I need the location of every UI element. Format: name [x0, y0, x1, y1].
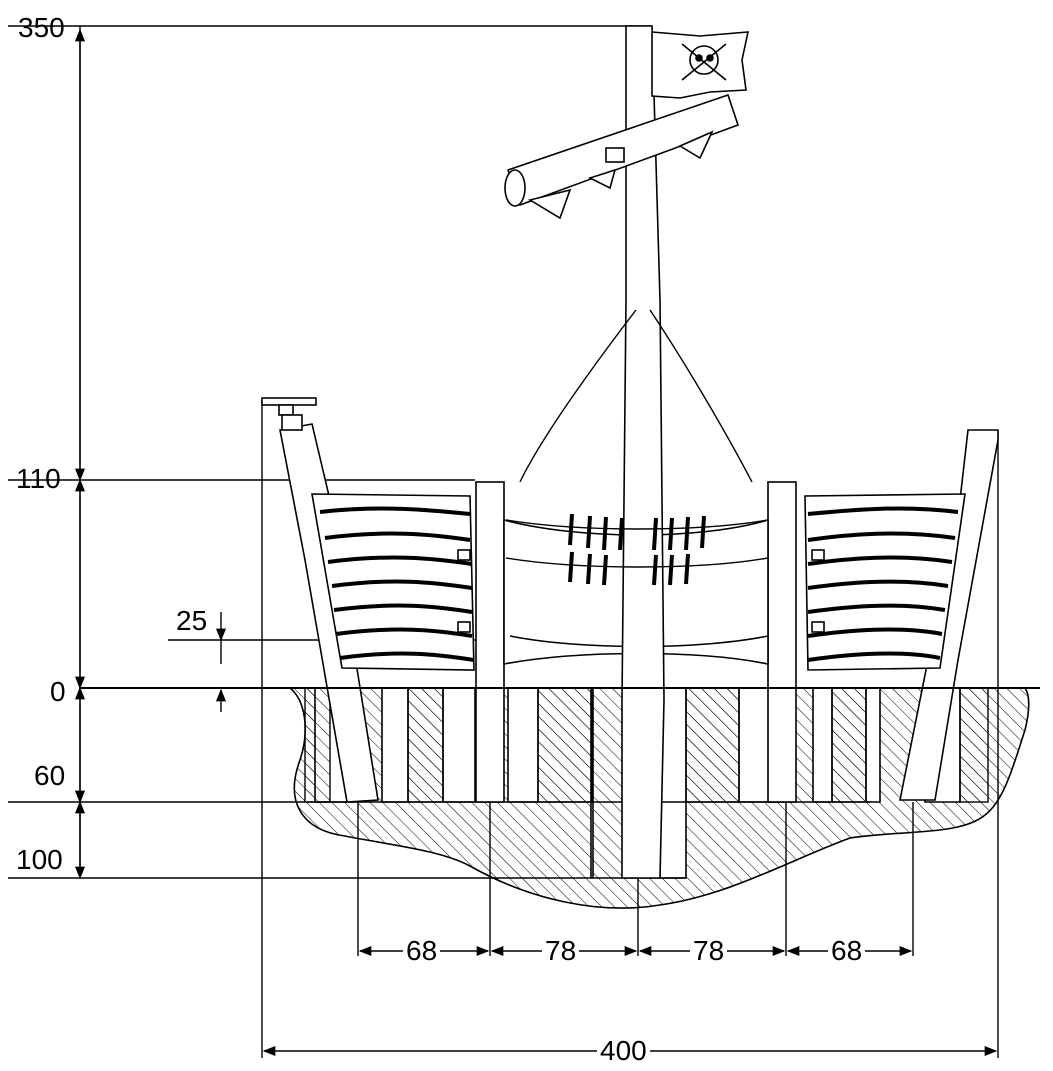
rigging-right — [649, 309, 753, 483]
dim-label-110: 110 — [16, 463, 61, 494]
dim-label-68-right: 68 — [828, 937, 866, 965]
mast-yard — [504, 93, 740, 220]
dim-label-350: 350 — [18, 12, 65, 43]
rope-rail-lower — [505, 557, 769, 568]
dim-label-0: 0 — [50, 676, 66, 707]
left-tiller-post — [261, 397, 379, 803]
dim-label-68-left: 68 — [403, 937, 441, 965]
mast — [621, 25, 665, 879]
rigging-left — [519, 309, 637, 483]
post-right-inner — [767, 481, 797, 803]
ship-structure — [261, 25, 1040, 879]
rope-rungs — [568, 513, 706, 586]
dim-label-100: 100 — [16, 844, 63, 875]
pirate-flag — [651, 31, 750, 99]
dim-label-60: 60 — [34, 760, 66, 791]
left-plank-panel — [311, 493, 475, 671]
rope-rail-upper — [505, 519, 769, 530]
post-left-inner — [475, 481, 505, 803]
dim-label-78-left: 78 — [542, 937, 580, 965]
dim-label-400: 400 — [597, 1037, 650, 1065]
dim-label-78-right: 78 — [690, 937, 728, 965]
right-plank-panel — [804, 493, 966, 671]
dim-label-25: 25 — [176, 605, 208, 636]
